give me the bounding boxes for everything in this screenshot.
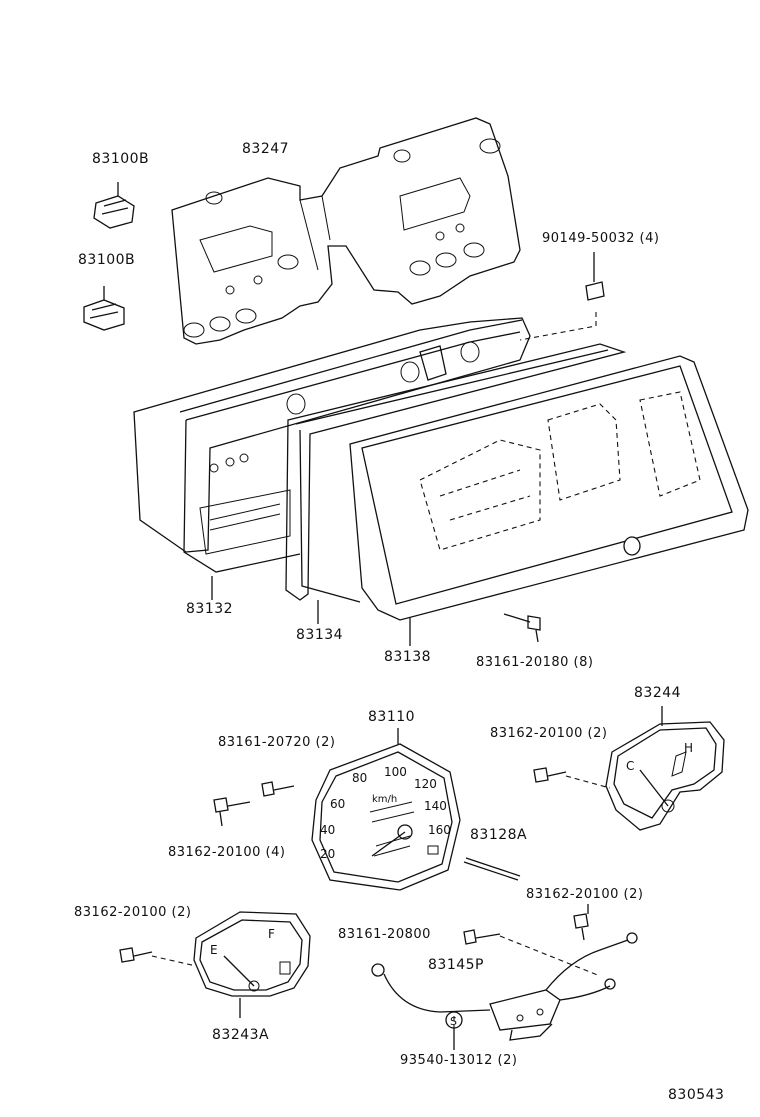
speed-tick: 100 xyxy=(384,765,407,779)
label-wire-83128A: 83128A xyxy=(470,827,528,843)
temperature-gauge-marks: C H xyxy=(626,741,693,773)
printed-circuit-plate xyxy=(171,117,521,345)
meter-glass xyxy=(349,355,749,621)
screw-83161-20180 xyxy=(503,613,541,643)
speed-tick: 140 xyxy=(424,799,447,813)
clip-symbol: S xyxy=(445,1011,463,1050)
speed-tick: 20 xyxy=(320,847,335,861)
label-screw-90149: 90149-50032 (4) xyxy=(542,231,660,246)
temperature-gauge xyxy=(605,706,725,831)
fuel-gauge-marks: E F xyxy=(210,927,275,957)
screw-83162-20100-right xyxy=(573,904,589,941)
speed-tick: 60 xyxy=(330,797,345,811)
temp-hot-mark: H xyxy=(684,741,693,755)
label-screw-83162-left: 83162-20100 (4) xyxy=(168,845,286,860)
speedometer-unit xyxy=(311,728,461,891)
label-bulb-upper: 83100B xyxy=(92,151,150,167)
meter-case xyxy=(133,317,531,573)
label-cable-83145P: 83145P xyxy=(428,957,484,973)
fuel-gauge xyxy=(193,911,311,1018)
label-bulb-lower: 83100B xyxy=(78,252,136,268)
screw-83162-20100-left xyxy=(213,797,251,827)
bulb-socket-upper xyxy=(93,182,135,229)
label-screw-83162-fuel: 83162-20100 (2) xyxy=(74,905,192,920)
label-screw-83161-20800: 83161-20800 xyxy=(338,927,431,942)
label-temp-gauge: 83244 xyxy=(634,685,682,701)
meter-plate xyxy=(285,343,627,603)
speedometer-tick-labels: 20 40 60 80 100 120 140 160 km/h xyxy=(320,765,451,861)
temp-cold-mark: C xyxy=(626,759,634,773)
diagram-number: 830543 xyxy=(668,1087,725,1103)
label-meter-case: 83132 xyxy=(186,601,234,617)
screw-83162-20100-fuel xyxy=(119,947,197,967)
screw-83162-20100-temp xyxy=(533,767,611,789)
label-speedometer: 83110 xyxy=(368,709,416,725)
fuel-empty-mark: E xyxy=(210,943,218,957)
speed-tick: 120 xyxy=(414,777,437,791)
fuel-full-mark: F xyxy=(268,927,275,941)
label-fuel-gauge: 83243A xyxy=(212,1027,270,1043)
screw-83161-20800 xyxy=(463,929,501,945)
connecting-wire-83128A xyxy=(463,857,521,881)
label-screw-93540: 93540-13012 (2) xyxy=(400,1053,518,1068)
label-circuit-plate: 83247 xyxy=(242,141,290,157)
screw-90149 xyxy=(519,252,605,341)
speedometer-cable xyxy=(371,932,638,1041)
label-screw-83162-temp: 83162-20100 (2) xyxy=(490,726,608,741)
label-meter-plate: 83134 xyxy=(296,627,344,643)
label-meter-glass: 83138 xyxy=(384,649,432,665)
screw-83161-20720 xyxy=(261,781,295,797)
label-screw-83162-right: 83162-20100 (2) xyxy=(526,887,644,902)
bulb-socket-lower xyxy=(83,286,125,331)
clip-symbol-letter: S xyxy=(450,1015,457,1028)
label-screw-83161-20720: 83161-20720 (2) xyxy=(218,735,336,750)
speed-tick: 40 xyxy=(320,823,335,837)
speed-unit: km/h xyxy=(372,794,397,805)
speed-tick: 80 xyxy=(352,771,367,785)
label-screw-83161-20180: 83161-20180 (8) xyxy=(476,655,594,670)
speed-tick: 160 xyxy=(428,823,451,837)
